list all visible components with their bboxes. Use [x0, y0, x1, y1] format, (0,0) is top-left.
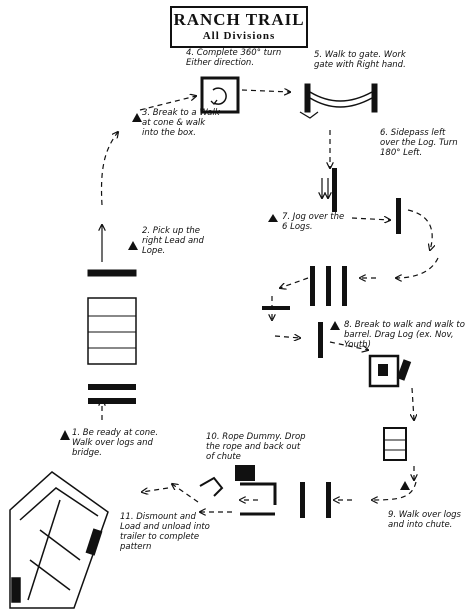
arrow-to-sidepass: [351, 218, 390, 220]
step-7-label: 7. Jog over the 6 Logs.: [282, 212, 345, 232]
arrow-to-right: [274, 336, 300, 338]
start-logs: [88, 384, 136, 404]
step-3-label: 3. Break to a Walk at cone & walk into t…: [142, 108, 220, 138]
step-9-label: 9. Walk over logs and into chute.: [388, 510, 461, 530]
turn-box: [200, 76, 240, 114]
cone-icon-lope: [128, 241, 138, 250]
sidepass-log: [322, 168, 401, 234]
arrow-barrel-down: [412, 387, 414, 420]
step-10-label: 10. Rope Dummy. Drop the rope and back o…: [206, 432, 306, 462]
step-4-label: 4. Complete 360° turn Either direction.: [186, 48, 282, 68]
step-2-label: 2. Pick up the right Lead and Lope.: [142, 226, 204, 256]
step-11-label: 11. Dismount and Load and unload into tr…: [120, 512, 210, 552]
drag-log-barrel: [368, 354, 412, 388]
trailer: [9, 471, 109, 609]
arrow-box-to-gate: [241, 90, 290, 92]
cone-icon-walk: [400, 481, 410, 490]
arrow-turn-to-jog: [396, 257, 439, 278]
bridge: [87, 269, 137, 365]
start-log-1: [88, 384, 136, 390]
rotate-icon: [212, 87, 227, 105]
page-title: RANCH TRAIL: [173, 10, 305, 29]
arrow-sidepass-turn: [407, 209, 432, 250]
cone-icon-start: [60, 430, 70, 440]
arrow-to-box: [139, 96, 196, 111]
title-box: RANCH TRAIL All Divisions: [170, 6, 308, 48]
page-subtitle: All Divisions: [202, 30, 276, 42]
cones: [60, 113, 410, 490]
bridge-end-top: [87, 269, 137, 277]
cone-icon-break: [132, 113, 142, 122]
arrow-to-trailer-2: [142, 487, 169, 492]
chute: [240, 482, 331, 518]
gate: [299, 83, 378, 119]
step-8-label: 8. Break to walk and walk to barrel. Dra…: [344, 320, 465, 350]
arrow-up-left-side: [100, 132, 118, 206]
start-log-2: [88, 398, 136, 404]
bridge-deck: [87, 297, 137, 365]
step-6-label: 6. Sidepass left over the Log. Turn 180°…: [380, 128, 458, 158]
arrow-jog-out: [280, 277, 309, 288]
path-arrows: [100, 90, 439, 512]
roping-dummy: [199, 465, 255, 497]
arrow-logs-turn: [372, 481, 417, 500]
step-5-label: 5. Walk to gate. Work gate with Right ha…: [314, 50, 406, 70]
arrow-to-barrel: [329, 341, 368, 350]
cone-icon-jog: [268, 214, 278, 222]
jog-logs: [262, 266, 347, 358]
cone-icon-barrel: [330, 321, 340, 330]
arrow-to-trailer-1: [172, 484, 199, 503]
barrel: [383, 427, 407, 461]
step-1-label: 1. Be ready at cone. Walk over logs and …: [72, 428, 159, 458]
